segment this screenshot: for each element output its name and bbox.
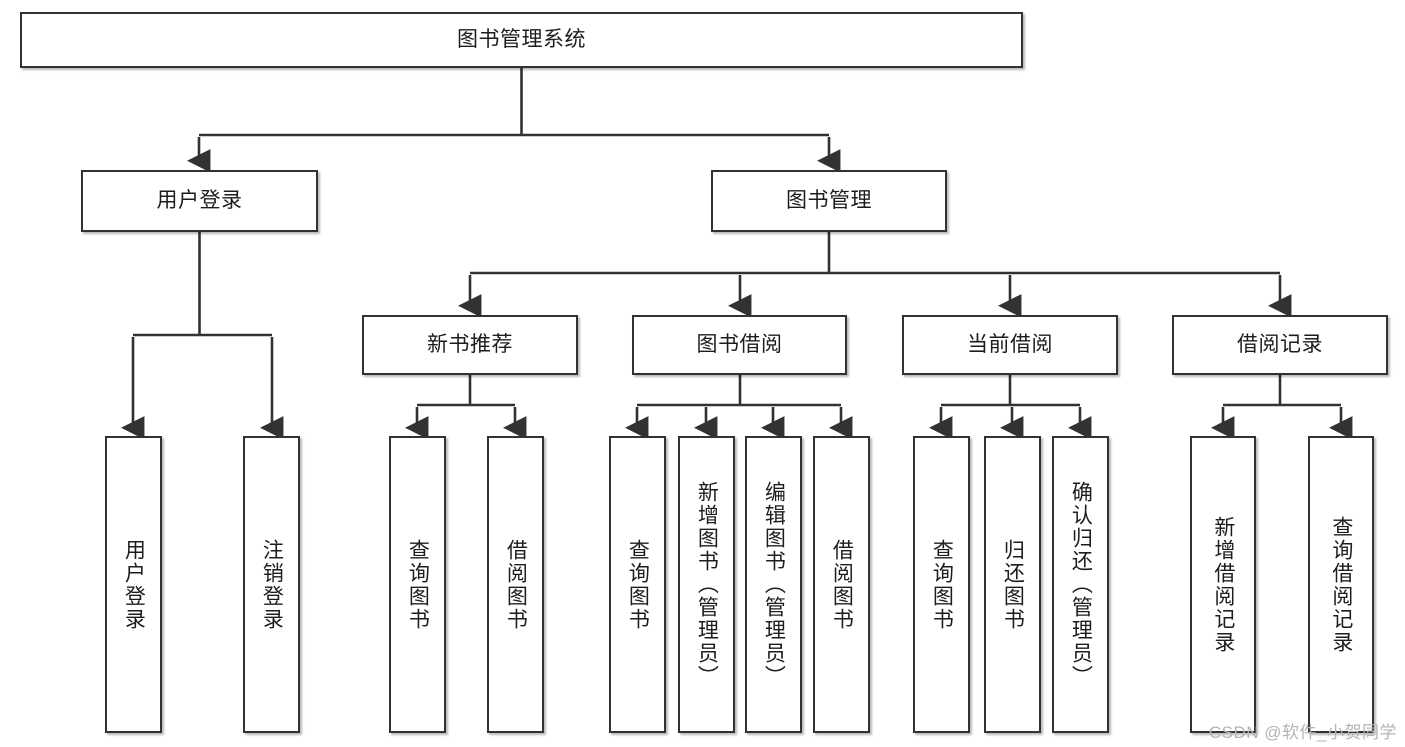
- node-book-borrow-label: 图书借阅: [696, 332, 783, 356]
- node-leaf-logout-label: 注销登录: [260, 538, 284, 631]
- node-new-book-recommend-label: 新书推荐: [427, 332, 513, 356]
- node-leaf-add-book-label: 新增图书（管理员）: [695, 481, 719, 688]
- node-book-manage[interactable]: 图书管理: [711, 170, 947, 232]
- node-leaf-confirm-return-label: 确认归还（管理员）: [1069, 481, 1093, 688]
- node-leaf-logout[interactable]: 注销登录: [243, 436, 300, 733]
- node-leaf-edit-book-label: 编辑图书（管理员）: [762, 481, 786, 688]
- node-user-login[interactable]: 用户登录: [81, 170, 318, 232]
- node-leaf-query-record[interactable]: 查询借阅记录: [1308, 436, 1374, 733]
- node-leaf-return-book[interactable]: 归还图书: [984, 436, 1041, 733]
- node-root-label: 图书管理系统: [457, 27, 586, 51]
- watermark: CSDN @软件_小贺同学: [1208, 723, 1397, 742]
- node-book-manage-label: 图书管理: [786, 188, 872, 212]
- node-leaf-return-book-label: 归还图书: [1001, 538, 1025, 631]
- node-leaf-query-record-label: 查询借阅记录: [1329, 515, 1353, 654]
- node-new-book-recommend[interactable]: 新书推荐: [362, 315, 578, 375]
- node-leaf-user-login-label: 用户登录: [122, 538, 146, 631]
- node-current-borrow-label: 当前借阅: [967, 332, 1053, 356]
- node-leaf-borrow-book-2[interactable]: 借阅图书: [813, 436, 870, 733]
- node-book-borrow[interactable]: 图书借阅: [632, 315, 847, 375]
- node-leaf-add-record-label: 新增借阅记录: [1211, 515, 1235, 654]
- node-leaf-edit-book[interactable]: 编辑图书（管理员）: [745, 436, 802, 733]
- node-leaf-borrow-book-1-label: 借阅图书: [504, 538, 528, 631]
- node-leaf-query-book-1-label: 查询图书: [406, 538, 430, 631]
- node-leaf-confirm-return[interactable]: 确认归还（管理员）: [1052, 436, 1109, 733]
- node-leaf-query-book-2-label: 查询图书: [626, 538, 650, 631]
- node-root[interactable]: 图书管理系统: [20, 12, 1023, 68]
- node-leaf-borrow-book-2-label: 借阅图书: [830, 538, 854, 631]
- node-borrow-record[interactable]: 借阅记录: [1172, 315, 1388, 375]
- node-leaf-query-book-3-label: 查询图书: [930, 538, 954, 631]
- node-leaf-query-book-2[interactable]: 查询图书: [609, 436, 666, 733]
- node-leaf-query-book-1[interactable]: 查询图书: [389, 436, 446, 733]
- node-leaf-add-book[interactable]: 新增图书（管理员）: [678, 436, 735, 733]
- node-leaf-borrow-book-1[interactable]: 借阅图书: [487, 436, 544, 733]
- node-borrow-record-label: 借阅记录: [1237, 332, 1323, 356]
- node-current-borrow[interactable]: 当前借阅: [902, 315, 1118, 375]
- node-leaf-user-login[interactable]: 用户登录: [105, 436, 162, 733]
- node-leaf-query-book-3[interactable]: 查询图书: [913, 436, 970, 733]
- node-leaf-add-record[interactable]: 新增借阅记录: [1190, 436, 1256, 733]
- node-user-login-label: 用户登录: [156, 188, 243, 212]
